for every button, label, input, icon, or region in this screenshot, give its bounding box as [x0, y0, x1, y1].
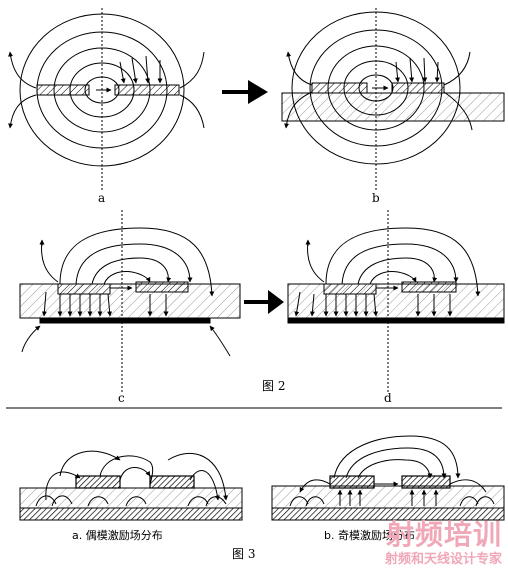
- substrate: [19, 283, 241, 319]
- field-line: [325, 227, 481, 297]
- transition-arrow-middle: [244, 290, 284, 314]
- panel-c: [19, 210, 241, 392]
- panel-b: [281, 8, 505, 190]
- panel-d: [287, 210, 505, 392]
- caption-even-mode: a. 偶模激励场分布: [72, 529, 163, 542]
- fringe-field-line: [209, 325, 231, 357]
- field-line: [291, 11, 461, 165]
- field-line: [103, 271, 151, 285]
- strip-conductor-left: [323, 283, 377, 295]
- ground-plane: [287, 317, 505, 324]
- field-line: [59, 450, 121, 477]
- field-line: [357, 257, 438, 285]
- fringe-field-line: [307, 239, 325, 283]
- strip-conductor-left: [36, 84, 90, 96]
- field-line: [345, 447, 447, 479]
- substrate-field-arrows: [41, 291, 169, 317]
- field-line: [341, 243, 459, 285]
- field-arrow: [145, 55, 151, 84]
- field-arrow: [131, 57, 138, 84]
- field-arrow: [119, 61, 126, 84]
- fringe-field-line: [286, 51, 313, 86]
- fringe-field-line: [299, 479, 331, 493]
- ground-plane: [19, 507, 243, 521]
- strip-conductor-right: [114, 84, 180, 96]
- fringe-field-line: [179, 94, 205, 129]
- fringe-field-line: [8, 51, 37, 89]
- field-line: [19, 13, 185, 167]
- field-line: [75, 243, 193, 285]
- label-c: c: [118, 391, 125, 405]
- strip-conductor-left: [75, 475, 121, 489]
- strip-conductor-left: [57, 283, 111, 295]
- field-line: [45, 471, 81, 501]
- caption-odd-mode: b. 奇模激励场分布: [324, 529, 415, 542]
- strip-conductor-right: [391, 82, 445, 94]
- field-line: [59, 227, 215, 297]
- fringe-field-line: [443, 91, 473, 131]
- field-arrow: [422, 57, 428, 83]
- label-a: a: [98, 191, 106, 205]
- strip-conductor-right: [149, 475, 195, 489]
- figure-2-caption: 图 2: [262, 379, 286, 393]
- fig3-even-mode: [19, 450, 243, 521]
- field-arrow: [395, 61, 401, 83]
- field-line: [167, 452, 229, 501]
- field-line: [357, 459, 433, 479]
- substrate-field-lines: [35, 495, 227, 507]
- fringe-field-line: [21, 325, 41, 353]
- field-arrow: [434, 61, 440, 83]
- strip-conductor-right: [401, 281, 457, 293]
- strip-conductor-right: [135, 281, 189, 293]
- fringe-field-line: [284, 91, 313, 129]
- fringe-field-line: [41, 239, 59, 283]
- field-arrow: [409, 57, 415, 83]
- substrate-field-lines: [289, 496, 495, 507]
- figure-3-caption: 图 3: [232, 547, 256, 561]
- fringe-field-line: [8, 94, 37, 129]
- strip-conductor-right: [401, 475, 451, 489]
- ground-plane: [271, 507, 505, 521]
- strip-conductor-left: [311, 82, 368, 94]
- fringe-field-line: [179, 51, 205, 89]
- fringe-field-line: [449, 479, 487, 493]
- transition-arrow-top: [222, 80, 268, 104]
- fringe-field-line: [443, 51, 471, 86]
- ground-plane: [39, 317, 211, 324]
- substrate: [287, 283, 505, 319]
- label-b: b: [372, 191, 380, 205]
- label-d: d: [384, 391, 392, 405]
- fig3-odd-mode: [271, 435, 505, 521]
- field-line: [333, 435, 461, 479]
- field-line: [91, 257, 172, 285]
- watermark-tagline: 射频和天线设计专家: [384, 552, 502, 567]
- field-line: [369, 271, 417, 285]
- strip-conductor-left: [329, 475, 375, 489]
- substrate-field-arrows: [294, 291, 453, 317]
- substrate: [281, 92, 505, 122]
- watermark-logo: 射频培训: [385, 518, 502, 551]
- substrate-field-arrows: [337, 489, 439, 506]
- field-line: [119, 467, 151, 481]
- panel-a: [8, 8, 205, 190]
